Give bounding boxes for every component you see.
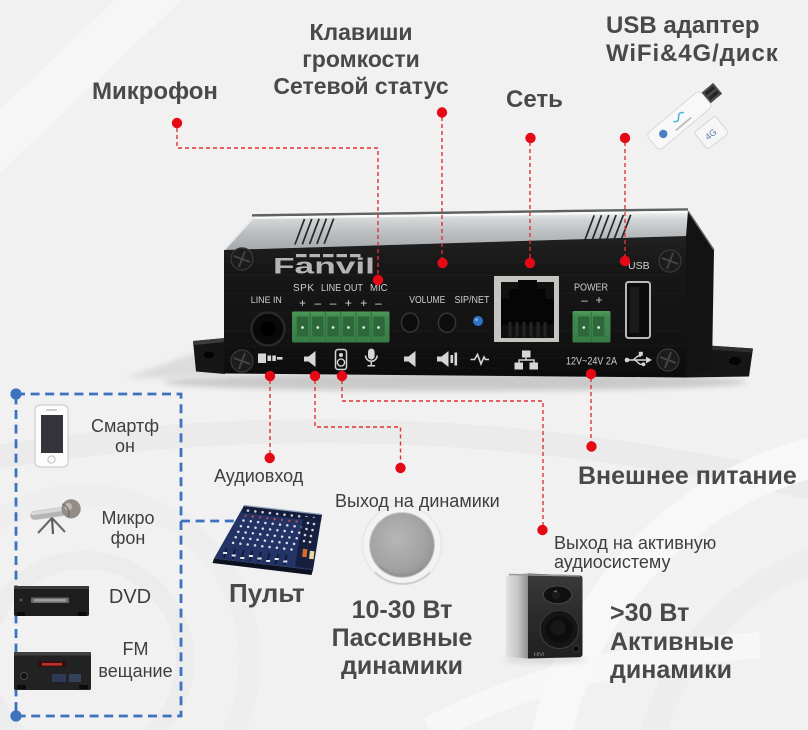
- svg-text:+: +: [345, 296, 352, 310]
- svg-text:+: +: [299, 296, 306, 310]
- svg-text:12V~24V 2A: 12V~24V 2A: [566, 356, 618, 368]
- svg-text:POWER: POWER: [574, 283, 608, 294]
- svg-text:–: –: [581, 293, 588, 307]
- svg-text:VOLUME: VOLUME: [409, 295, 445, 306]
- svg-text:SIP/NET: SIP/NET: [455, 295, 490, 306]
- svg-text:USB: USB: [628, 260, 650, 272]
- svg-text:HiVi: HiVi: [534, 652, 544, 658]
- svg-text:+: +: [360, 296, 367, 310]
- svg-text:–: –: [330, 296, 337, 310]
- svg-text:+: +: [595, 293, 602, 307]
- svg-text:LINE OUT: LINE OUT: [321, 283, 363, 294]
- svg-text:Fanvil: Fanvil: [273, 254, 375, 279]
- svg-text:–: –: [375, 296, 382, 310]
- svg-text:–: –: [314, 296, 321, 310]
- svg-text:MIC: MIC: [370, 283, 388, 294]
- svg-text:LINE IN: LINE IN: [251, 295, 282, 306]
- svg-text:SPK: SPK: [293, 283, 315, 294]
